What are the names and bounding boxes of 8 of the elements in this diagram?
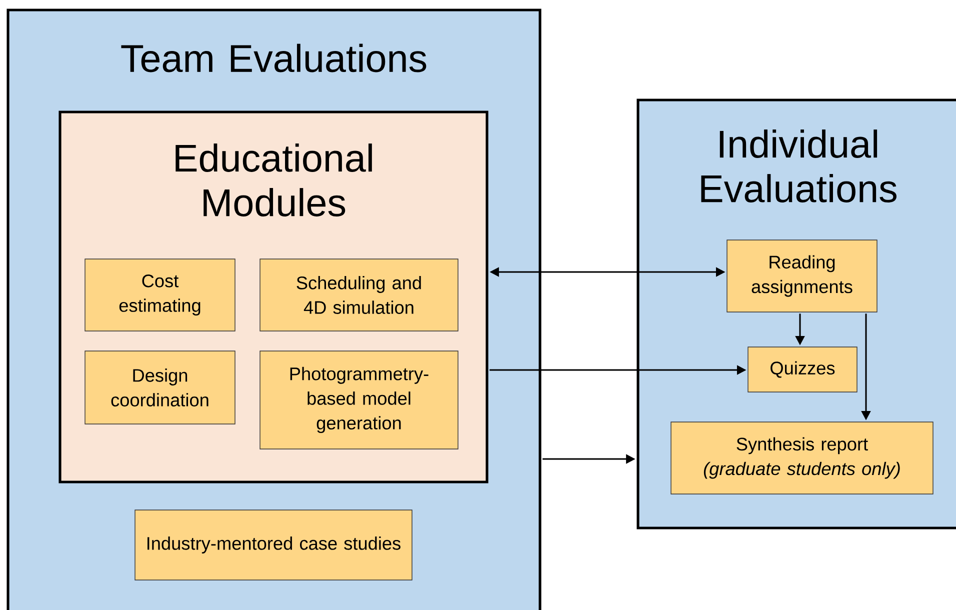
process-box: Reading assignments bbox=[726, 240, 878, 312]
process-box: Photogrammetry-based model generation bbox=[260, 350, 458, 450]
process-box: Design coordination bbox=[84, 350, 236, 424]
process-box: Quizzes bbox=[748, 346, 858, 392]
process-box: Scheduling and 4D simulation bbox=[260, 258, 458, 332]
process-box: Industry-mentored case studies bbox=[134, 510, 412, 580]
process-box: Cost estimating bbox=[84, 258, 236, 332]
process-box: Synthesis report (graduate students only) bbox=[670, 422, 934, 494]
